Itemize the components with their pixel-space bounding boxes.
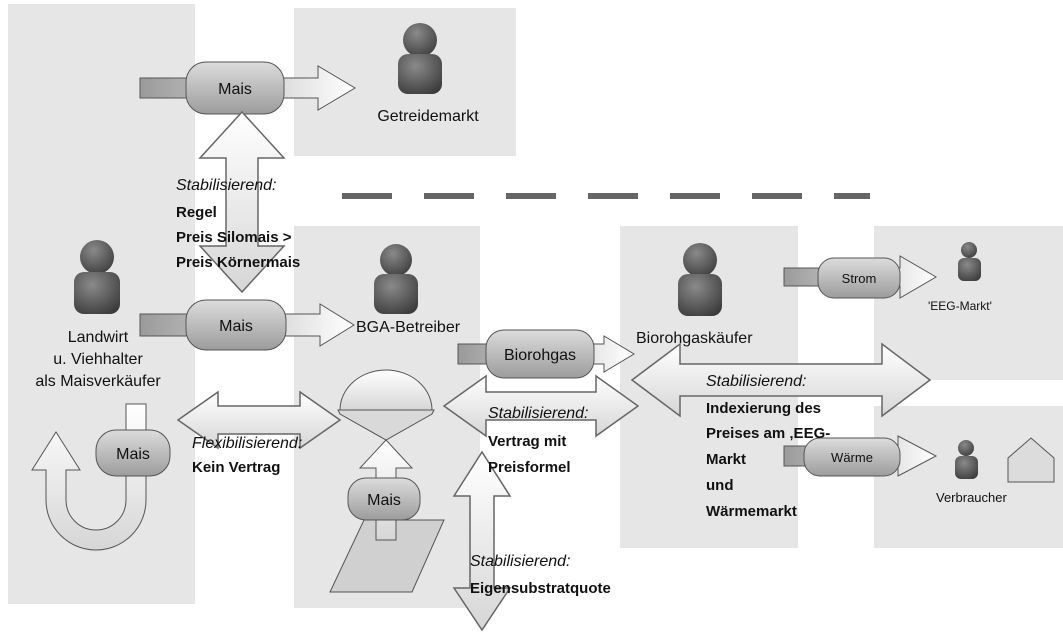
double-arrow-index — [630, 342, 932, 418]
pill-label-biorohgas: Biorohgas — [504, 347, 576, 364]
annotation-vertrag-line2: Preisformel — [488, 459, 571, 476]
label-landwirt-2: u. Viehhalter — [53, 351, 143, 368]
annotation-index-line4: und — [706, 477, 734, 494]
annotation-flex-title: Flexibilisierend: — [192, 435, 302, 452]
pill-waerme — [803, 437, 901, 477]
uturn-arrow-shape — [31, 403, 147, 551]
annotation-vertrag-title: Stabilisierend: — [488, 405, 589, 422]
double-arrows — [176, 110, 932, 632]
annotation-index-line2: Preises am ‚EEG- — [706, 425, 830, 442]
double-arrow-flex — [176, 390, 342, 450]
pill-mais-plant — [347, 477, 421, 521]
label-landwirt-1: Landwirt — [68, 329, 129, 346]
flow-strom: Strom — [783, 255, 937, 299]
pill-label-mais-left: Mais — [116, 446, 150, 463]
person-bga-icon — [374, 244, 418, 314]
house-icon — [1007, 437, 1055, 483]
flow-biorohgas: Biorohgas — [457, 329, 635, 379]
annotation-index-line5: Wärmemarkt — [706, 503, 797, 520]
pill-label-mais-middle: Mais — [219, 318, 253, 335]
person-getreidemarkt-icon — [398, 23, 442, 94]
pill-label-strom: Strom — [842, 271, 877, 286]
pill-mais-left — [95, 429, 171, 477]
pill-label-mais-plant: Mais — [367, 492, 401, 509]
label-landwirt-3: als Maisverkäufer — [35, 373, 161, 390]
person-eeg-icon — [958, 242, 981, 281]
annotation-flex-body: Kein Vertrag — [192, 459, 280, 476]
flow-mais-top: Mais — [139, 61, 356, 115]
biogas-plant: Mais — [329, 369, 445, 593]
plant-tank — [337, 409, 435, 441]
annotation-index-title: Stabilisierend: — [706, 373, 807, 390]
annotation-regel-line1: Regel — [176, 204, 217, 221]
pill-label-mais-top: Mais — [218, 81, 252, 98]
annotation-index-line3: Markt — [706, 451, 746, 468]
annotation-regel-line2: Preis Silomais > — [176, 229, 292, 246]
annotation-eigen-body: Eigensubstratquote — [470, 580, 611, 597]
pill-strom — [817, 257, 901, 299]
annotation-index-line1: Indexierung des — [706, 400, 821, 417]
label-verbraucher: Verbraucher — [936, 490, 1007, 505]
flow-mais-middle: Mais — [139, 299, 355, 351]
annotation-eigen-title: Stabilisierend: — [470, 553, 571, 570]
pill-label-waerme: Wärme — [831, 450, 873, 465]
plant-field — [329, 519, 445, 593]
label-bga-betreiber: BGA-Betreiber — [356, 319, 461, 336]
double-arrow-eigen — [452, 450, 512, 632]
pill-biorohgas — [485, 329, 595, 379]
pill-mais-middle — [185, 299, 287, 351]
plant-dome — [339, 369, 433, 411]
person-landwirt-icon — [74, 240, 120, 314]
pill-mais-top — [185, 61, 285, 115]
double-arrow-vertrag — [442, 374, 640, 438]
double-arrow-regel — [198, 110, 286, 294]
uturn-arrow: Mais — [31, 403, 171, 551]
label-biorohgaskaeufer: Biorohgaskäufer — [636, 330, 753, 347]
person-biorohgaskaeufer-icon — [678, 243, 722, 316]
label-getreidemarkt: Getreidemarkt — [377, 108, 479, 125]
person-verbraucher-icon — [955, 440, 978, 479]
annotation-regel-title: Stabilisierend: — [176, 177, 277, 194]
flow-waerme: Wärme — [783, 435, 938, 477]
annotation-vertrag-line1: Vertrag mit — [488, 433, 566, 450]
annotation-regel-line3: Preis Körnermais — [176, 254, 300, 271]
label-eeg-markt: 'EEG-Markt' — [928, 299, 992, 313]
